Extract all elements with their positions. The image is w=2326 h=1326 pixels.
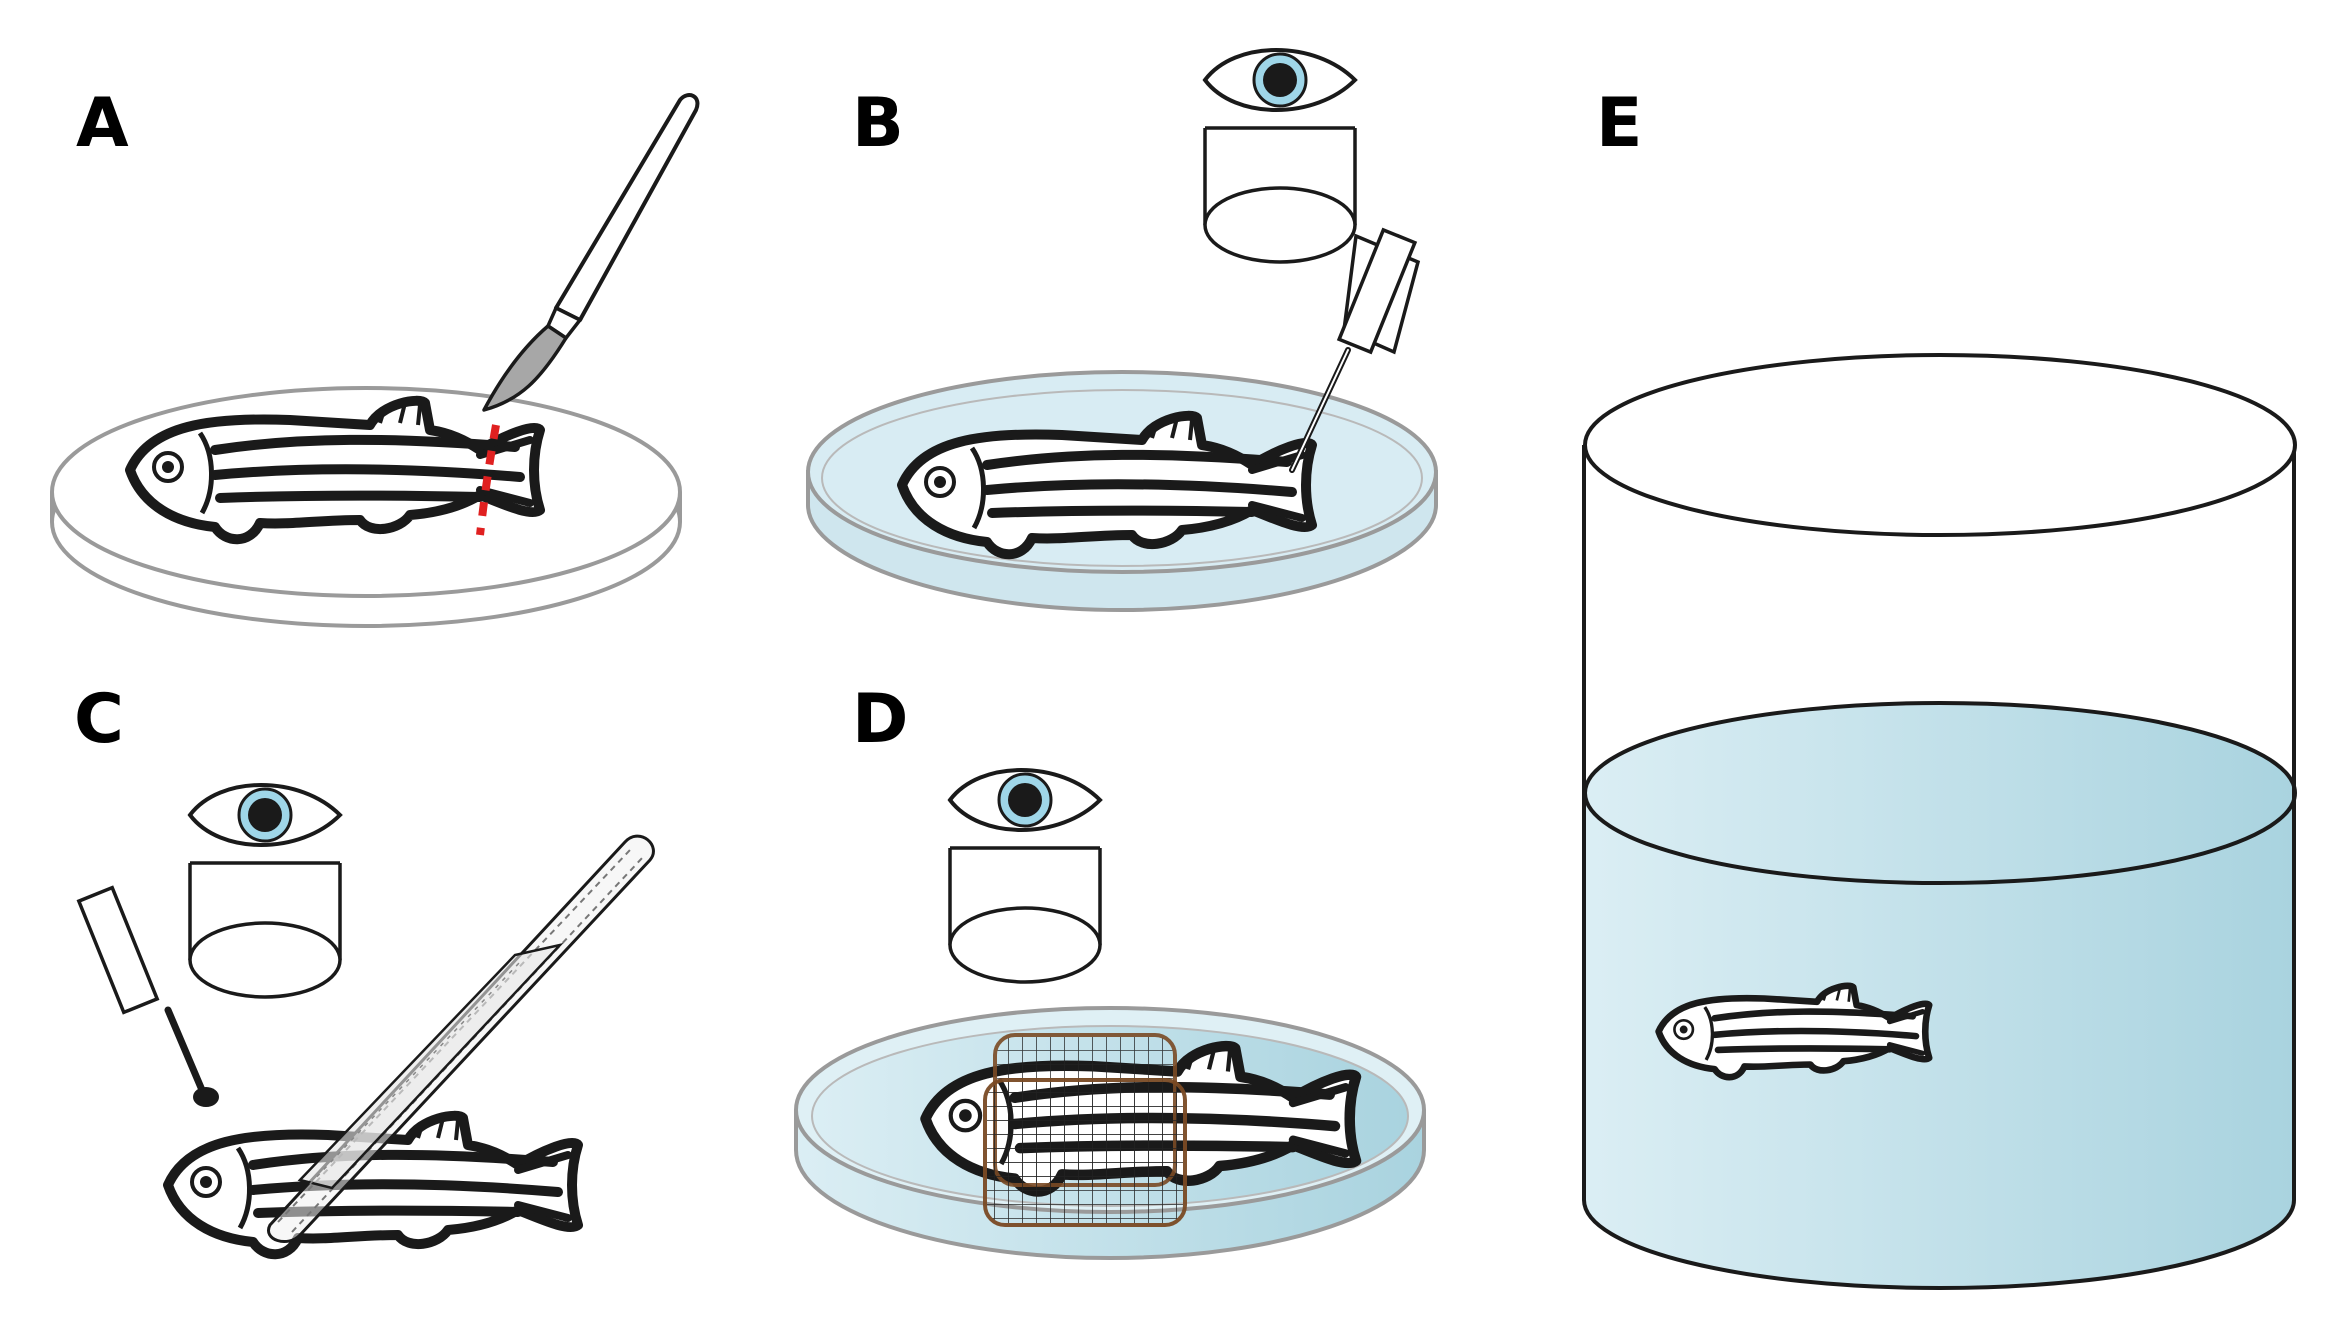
panel-label-a: A [76,84,129,163]
panel-b: B [806,48,1438,613]
panel-label-e: E [1596,84,1642,163]
microscope-eye-icon [188,783,342,999]
scalpel-icon [482,93,700,412]
panel-e: E [1582,84,2297,1291]
cut-line [476,424,500,536]
panel-c: C [74,680,655,1254]
microscope-eye-icon [1203,48,1357,264]
panel-label-d: D [852,680,908,759]
forceps-icon [267,834,655,1243]
microscope-eye-icon [948,768,1102,984]
tank-icon [1582,353,2297,1291]
panel-a: A [50,84,700,628]
panel-label-b: B [852,84,904,163]
panel-label-c: C [74,680,124,759]
probe-icon [1289,227,1421,473]
probe-icon [76,885,219,1107]
mesh-icon [983,1033,1187,1227]
panel-d: D [794,680,1426,1261]
